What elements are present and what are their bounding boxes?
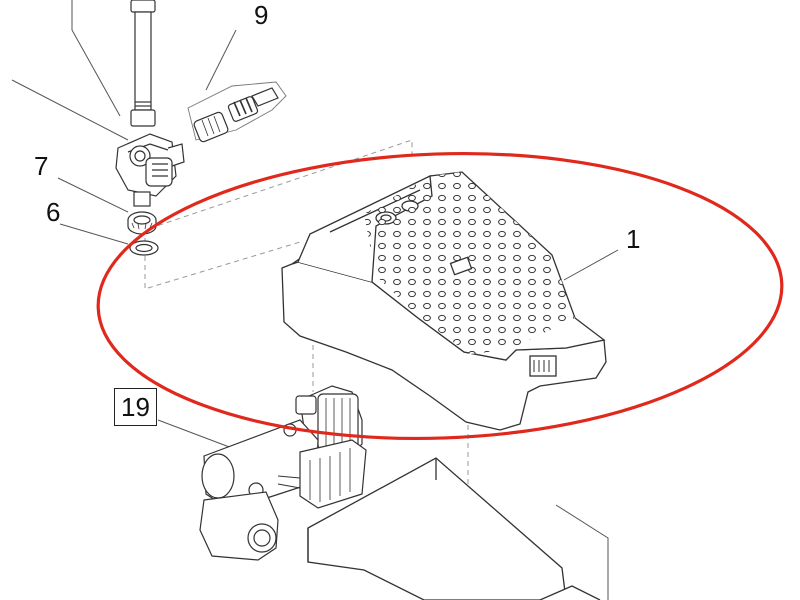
housing-cover-icon	[281, 171, 607, 431]
t-valve-icon	[115, 133, 185, 207]
callout-19: 19	[114, 388, 157, 426]
callout-6: 6	[46, 197, 61, 227]
nut-icon	[127, 211, 157, 235]
pump-icon	[199, 439, 367, 561]
vertical-pipe-icon	[130, 0, 156, 127]
seal-ring-icon	[129, 240, 159, 256]
base-housing-icon	[307, 457, 601, 600]
callout-9: 9	[254, 0, 269, 30]
hose-connector-icon	[187, 81, 287, 143]
leader-lines	[11, 0, 619, 600]
highlight-ellipse	[96, 151, 784, 441]
callout-1: 1	[626, 224, 641, 254]
callout-7: 7	[34, 151, 49, 181]
